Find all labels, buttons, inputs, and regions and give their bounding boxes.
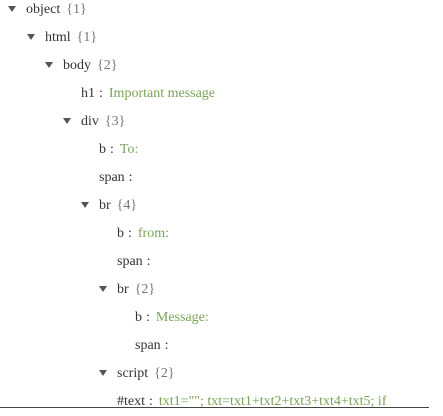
- tree-node-div[interactable]: div {3}: [0, 108, 443, 136]
- caret-down-icon[interactable]: [8, 5, 16, 12]
- tree-node-object[interactable]: object {1}: [0, 0, 443, 24]
- node-key: script: [117, 366, 149, 381]
- caret-down-icon[interactable]: [99, 369, 107, 376]
- node-key: b: [117, 226, 124, 241]
- node-key: body: [63, 58, 91, 73]
- node-separator: :: [99, 86, 103, 101]
- node-count: {4}: [116, 198, 138, 213]
- node-count: {1}: [66, 2, 87, 17]
- node-key: object: [26, 2, 61, 17]
- node-key: br: [99, 198, 111, 213]
- tree-node-body[interactable]: body {2}: [0, 52, 443, 80]
- node-key: b: [135, 310, 142, 325]
- caret-down-icon[interactable]: [81, 201, 89, 208]
- node-count: {2}: [97, 58, 118, 73]
- tree-node-br[interactable]: br {4}: [0, 192, 443, 220]
- node-key: b: [99, 142, 106, 157]
- node-value: To:: [119, 142, 139, 157]
- node-count: {1}: [76, 30, 98, 45]
- tree-node-html[interactable]: html {1}: [0, 24, 443, 52]
- node-count: {2}: [134, 282, 156, 297]
- node-key: span: [117, 254, 143, 269]
- node-count: {3}: [104, 114, 126, 129]
- node-separator: :: [128, 170, 133, 185]
- tree-node-br[interactable]: br {2}: [0, 276, 443, 304]
- caret-down-icon[interactable]: [45, 61, 53, 68]
- node-separator: :: [128, 226, 132, 241]
- node-key: #text: [117, 394, 145, 409]
- node-key: h1: [81, 86, 95, 101]
- caret-down-icon[interactable]: [27, 33, 35, 40]
- node-key: div: [81, 114, 99, 129]
- node-separator: :: [146, 310, 150, 325]
- node-separator: :: [149, 394, 153, 409]
- node-value: txt1=""; txt=txt1+txt2+txt3+txt4+txt5; i…: [158, 394, 387, 409]
- tree-leaf-text[interactable]: #text: txt1=""; txt=txt1+txt2+txt3+txt4+t…: [0, 388, 443, 416]
- node-value: Important message: [108, 86, 216, 101]
- tree-leaf-b-from[interactable]: b: from:: [0, 220, 443, 248]
- caret-down-icon[interactable]: [99, 285, 107, 292]
- node-key: span: [135, 338, 161, 353]
- caret-down-icon[interactable]: [63, 117, 71, 124]
- tree-leaf-h1[interactable]: h1: Important message: [0, 80, 443, 108]
- node-key: br: [117, 282, 129, 297]
- tree-leaf-b-message[interactable]: b: Message:: [0, 304, 443, 332]
- node-value: from:: [137, 226, 169, 241]
- node-value: Message:: [155, 310, 209, 325]
- node-key: html: [45, 30, 71, 45]
- tree-leaf-span[interactable]: span:: [0, 164, 443, 192]
- tree-node-script[interactable]: script {2}: [0, 360, 443, 388]
- tree-leaf-span[interactable]: span:: [0, 248, 443, 276]
- node-count: {2}: [154, 366, 175, 381]
- bottom-divider: [0, 407, 429, 408]
- node-separator: :: [110, 142, 114, 157]
- tree-leaf-span[interactable]: span:: [0, 332, 443, 360]
- tree-leaf-b-to[interactable]: b: To:: [0, 136, 443, 164]
- node-key: span: [99, 170, 125, 185]
- node-separator: :: [164, 338, 169, 353]
- node-separator: :: [146, 254, 151, 269]
